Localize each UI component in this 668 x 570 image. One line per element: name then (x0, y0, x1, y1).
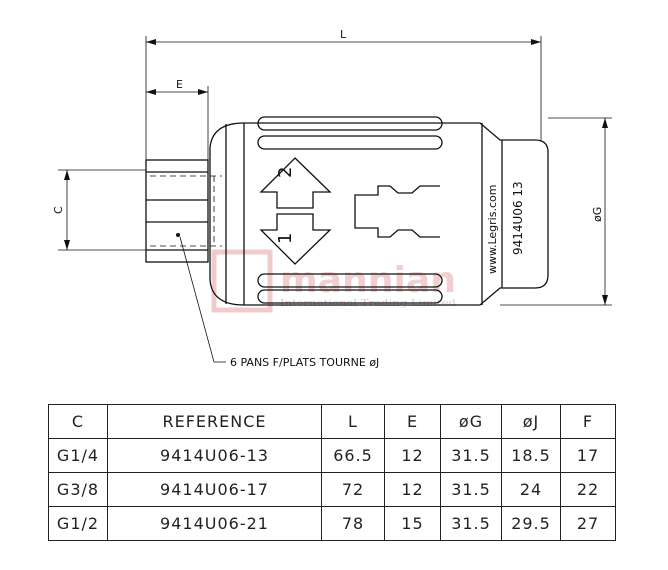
dimension-E: E (146, 78, 209, 160)
header-j: øJ (501, 404, 561, 439)
cell-f: 27 (560, 506, 616, 541)
dimensions-table: C REFERENCE L E øG øJ F G1/4 9414U06-13 … (48, 404, 616, 541)
cell-f: 17 (560, 438, 616, 473)
cell-j: 24 (501, 472, 561, 507)
cell-l: 66.5 (321, 438, 385, 473)
cell-reference: 9414U06-13 (107, 438, 322, 473)
header-c: C (48, 404, 108, 439)
dimension-E-label: E (176, 78, 183, 91)
cell-j: 18.5 (501, 438, 561, 473)
dimension-L-label: L (340, 28, 347, 41)
arrow-up-icon (259, 157, 332, 209)
header-reference: REFERENCE (107, 404, 322, 439)
cell-c: G3/8 (48, 472, 108, 507)
arrow-down-icon (259, 213, 332, 265)
header-e: E (384, 404, 441, 439)
header-l: L (321, 404, 385, 439)
dimension-C: C (52, 169, 146, 251)
watermark-text: mannian (280, 260, 456, 301)
cell-reference: 9414U06-17 (107, 472, 322, 507)
dimension-L: L (145, 28, 542, 160)
coupling-body: 2 1 www.Legris.com 9414U06 13 (209, 116, 549, 306)
watermark-subtitle: International Trading Limited (280, 299, 456, 309)
dimension-G-label: øG (591, 207, 604, 222)
table-row: G3/8 9414U06-17 72 12 31.5 24 22 (48, 472, 616, 507)
cell-l: 78 (321, 506, 385, 541)
cell-e: 15 (384, 506, 441, 541)
table-header-row: C REFERENCE L E øG øJ F (48, 404, 616, 439)
cell-g: 31.5 (440, 472, 502, 507)
part-marking: 9414U06 13 (511, 181, 525, 255)
cell-j: 29.5 (501, 506, 561, 541)
dimension-C-label: C (52, 206, 65, 214)
table-row: G1/4 9414U06-13 66.5 12 31.5 18.5 17 (48, 438, 616, 473)
cell-e: 12 (384, 438, 441, 473)
technical-drawing: mannian International Trading Limited L … (52, 28, 612, 369)
table-row: G1/2 9414U06-21 78 15 31.5 29.5 27 (48, 506, 616, 541)
website-marking: www.Legris.com (486, 185, 499, 274)
header-g: øG (440, 404, 502, 439)
dimension-G: øG (500, 117, 612, 306)
coupling-symbol-icon (354, 185, 440, 238)
cell-g: 31.5 (440, 506, 502, 541)
watermark: mannian International Trading Limited (211, 249, 456, 313)
cell-g: 31.5 (440, 438, 502, 473)
cell-l: 72 (321, 472, 385, 507)
hex-note-text: 6 PANS F/PLATS TOURNE øJ (230, 356, 379, 369)
cell-c: G1/4 (48, 438, 108, 473)
watermark-logo-icon (211, 249, 273, 313)
arrow-down-number: 1 (275, 233, 296, 244)
arrow-up-number: 2 (275, 167, 296, 178)
cell-reference: 9414U06-21 (107, 506, 322, 541)
cell-e: 12 (384, 472, 441, 507)
cell-c: G1/2 (48, 506, 108, 541)
hex-note: 6 PANS F/PLATS TOURNE øJ (179, 236, 379, 369)
header-f: F (560, 404, 616, 439)
cell-f: 22 (560, 472, 616, 507)
